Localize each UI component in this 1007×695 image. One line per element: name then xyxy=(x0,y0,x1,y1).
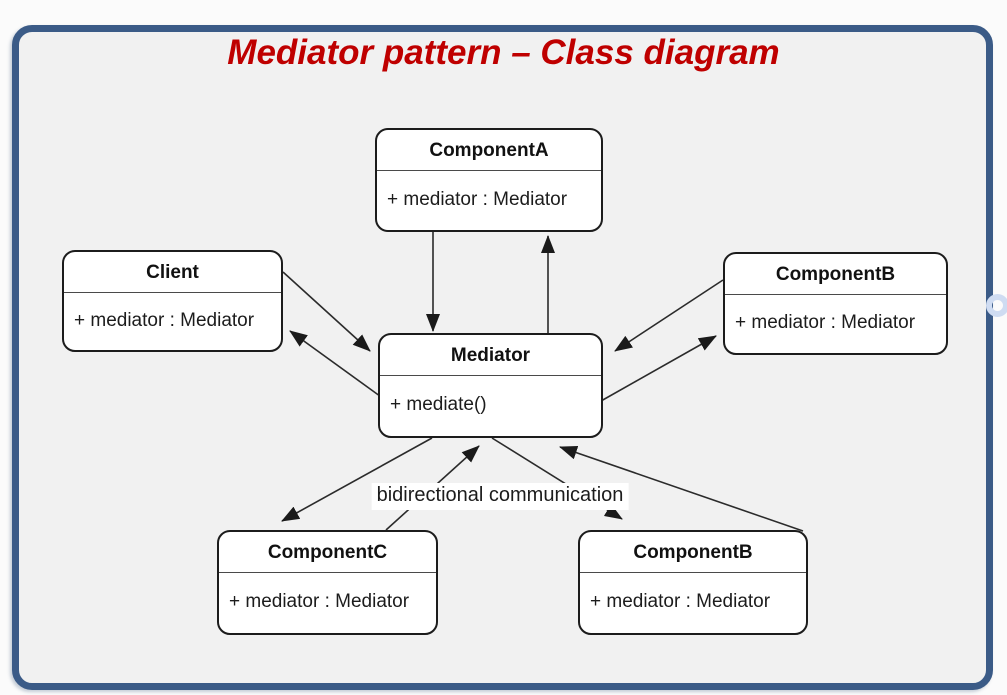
class-name-mediator: Mediator xyxy=(380,335,601,376)
diagram-title: Mediator pattern – Class diagram xyxy=(227,33,780,72)
class-member-componentb-right: + mediator : Mediator xyxy=(735,312,916,333)
decorative-ring-icon xyxy=(986,294,1007,317)
arrow-mediator-to-componentc xyxy=(281,437,433,522)
class-member-componentc: + mediator : Mediator xyxy=(229,591,410,612)
class-box-mediator: Mediator + mediate() xyxy=(378,333,603,438)
class-member-client: + mediator : Mediator xyxy=(74,309,255,331)
arrow-componentb-to-mediator xyxy=(614,279,724,352)
class-member-componenta: + mediator : Mediator xyxy=(387,188,568,210)
class-name-componenta: ComponentA xyxy=(377,130,601,171)
class-name-componentc: ComponentC xyxy=(219,532,436,573)
arrow-mediator-to-componentb xyxy=(600,335,717,402)
arrow-componentb-bottom-to-mediator xyxy=(559,445,804,532)
class-name-componentb-right: ComponentB xyxy=(725,254,946,295)
class-box-componentb-bottom: ComponentB + mediator : Mediator xyxy=(578,530,808,635)
class-member-mediator: + mediate() xyxy=(390,394,487,415)
class-name-componentb-bottom: ComponentB xyxy=(580,532,806,573)
class-name-client: Client xyxy=(64,252,281,293)
class-box-client: Client + mediator : Mediator xyxy=(62,250,283,352)
class-box-componentb-right: ComponentB + mediator : Mediator xyxy=(723,252,948,355)
class-box-componentc: ComponentC + mediator : Mediator xyxy=(217,530,438,635)
arrow-mediator-to-client xyxy=(289,330,385,400)
edge-label-bidirectional-communication: bidirectional communication xyxy=(371,483,629,510)
class-member-componentb-bottom: + mediator : Mediator xyxy=(590,591,771,612)
arrow-client-to-mediator xyxy=(282,271,371,352)
class-box-componenta: ComponentA + mediator : Mediator xyxy=(375,128,603,232)
